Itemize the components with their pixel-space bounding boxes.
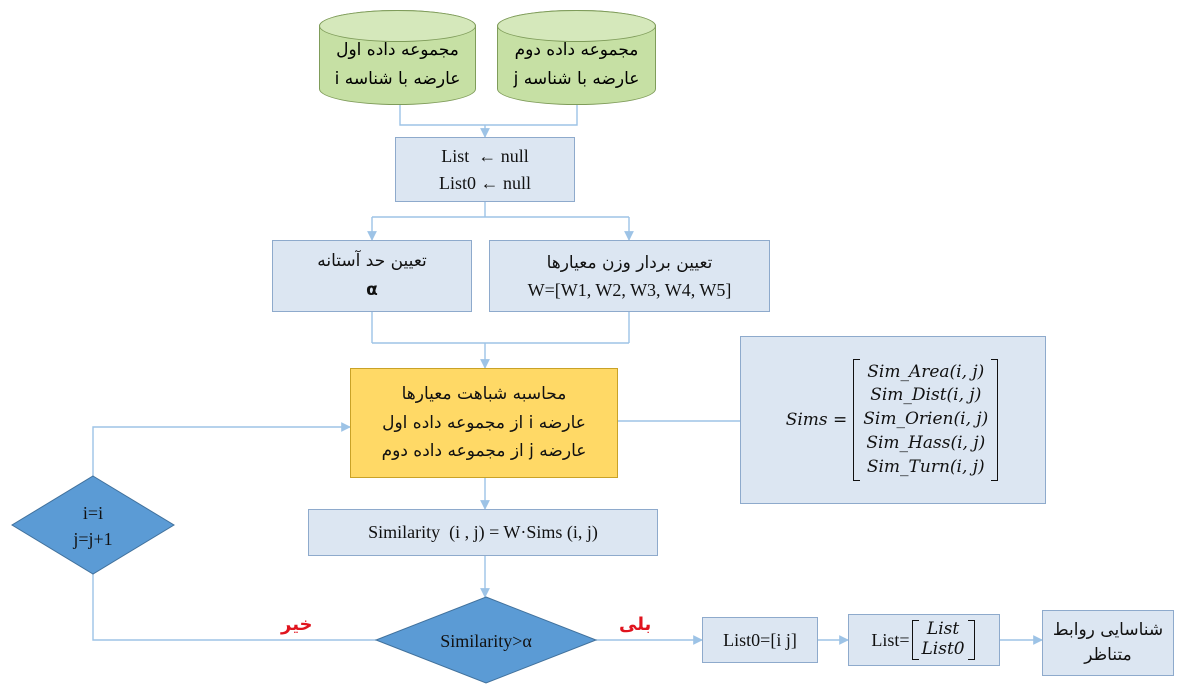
- weights-box: تعیین بردار وزن معیارها W=[W1, W2, W3, W…: [489, 240, 770, 312]
- final-line-2: متناظر: [1084, 645, 1132, 665]
- loop-i-line: i=i: [82, 503, 104, 523]
- first-dataset-name: مجموعه داده اول: [336, 39, 459, 60]
- list-append-lhs: List=: [871, 629, 910, 650]
- sims-row-orien: Sim_Orien(i, j): [863, 409, 989, 430]
- list-row-list: List: [926, 619, 960, 640]
- list0-assign-box: List0=[i j]: [702, 617, 818, 663]
- sims-row-hass: Sim_Hass(i, j): [866, 432, 986, 453]
- list-append-box: List= List List0: [848, 614, 1000, 666]
- cylinder-top: [319, 10, 476, 42]
- decision-diamond: [374, 596, 598, 684]
- compute-feature-i: عارضه i از مجموعه داده اول: [382, 412, 586, 433]
- connector-loop-back: [92, 422, 351, 476]
- connector-no-branch: [92, 574, 376, 641]
- first-dataset-cylinder: مجموعه داده اول عارضه با شناسه i: [319, 10, 476, 105]
- list-bracket: List List0: [910, 619, 977, 660]
- loop-diamond: [11, 475, 175, 575]
- yes-branch-label: بلی: [619, 614, 652, 635]
- decision-text: Similarity>α: [406, 628, 566, 654]
- init-list-line: List ← null: [441, 146, 529, 167]
- threshold-box: تعیین حد آستانه α: [272, 240, 472, 312]
- compute-title: محاسبه شباهت معیارها: [401, 383, 567, 404]
- threshold-label: تعیین حد آستانه: [317, 251, 427, 272]
- similarity-formula: Similarity (i , j) = W·Sims (i, j): [368, 522, 598, 543]
- list-append-equation: List= List List0: [871, 619, 977, 660]
- init-list0-line: List0 ← null: [438, 172, 531, 193]
- second-dataset-name: مجموعه داده دوم: [514, 39, 639, 60]
- sims-row-area: Sim_Area(i, j): [867, 361, 985, 382]
- list-row-list0: List0: [921, 639, 965, 659]
- init-box: List ← null List0 ← null: [395, 137, 575, 202]
- identify-relations-box: شناسایی روابط متناظر: [1042, 610, 1174, 676]
- loop-increment-text: i=i j=j+1: [43, 500, 143, 552]
- compute-feature-j: عارضه j از مجموعه داده دوم: [381, 441, 587, 462]
- list0-assign: List0=[i j]: [723, 629, 797, 650]
- sims-row-dist: Sim_Dist(i, j): [870, 385, 982, 406]
- weights-vector: W=[W1, W2, W3, W4, W5]: [527, 280, 732, 301]
- sims-row-turn: Sim_Turn(i, j): [866, 456, 985, 477]
- no-branch-label: خیر: [281, 614, 313, 635]
- cylinder-top: [497, 10, 656, 42]
- sims-lhs: Sims =: [785, 409, 848, 430]
- sims-vector-box: Sims = Sim_Area(i, j) Sim_Dist(i, j) Sim…: [740, 336, 1046, 504]
- second-dataset-feature: عارضه با شناسه j: [513, 68, 640, 89]
- first-dataset-feature: عارضه با شناسه i: [334, 68, 461, 89]
- alpha-symbol: α: [366, 280, 378, 300]
- decision-condition: Similarity>α: [440, 631, 532, 651]
- sims-bracket: Sim_Area(i, j) Sim_Dist(i, j) Sim_Orien(…: [851, 358, 1000, 482]
- connector-first-dataset: [399, 105, 485, 126]
- sims-equation: Sims = Sim_Area(i, j) Sim_Dist(i, j) Sim…: [785, 358, 1001, 482]
- final-line-1: شناسایی روابط: [1052, 619, 1164, 640]
- weights-label: تعیین بردار وزن معیارها: [546, 252, 713, 273]
- connector-second-dataset: [485, 105, 578, 126]
- loop-j-line: j=j+1: [73, 529, 113, 550]
- second-dataset-cylinder: مجموعه داده دوم عارضه با شناسه j: [497, 10, 656, 105]
- similarity-box: Similarity (i , j) = W·Sims (i, j): [308, 509, 658, 556]
- compute-similarity-box: محاسبه شباهت معیارها عارضه i از مجموعه د…: [350, 368, 618, 478]
